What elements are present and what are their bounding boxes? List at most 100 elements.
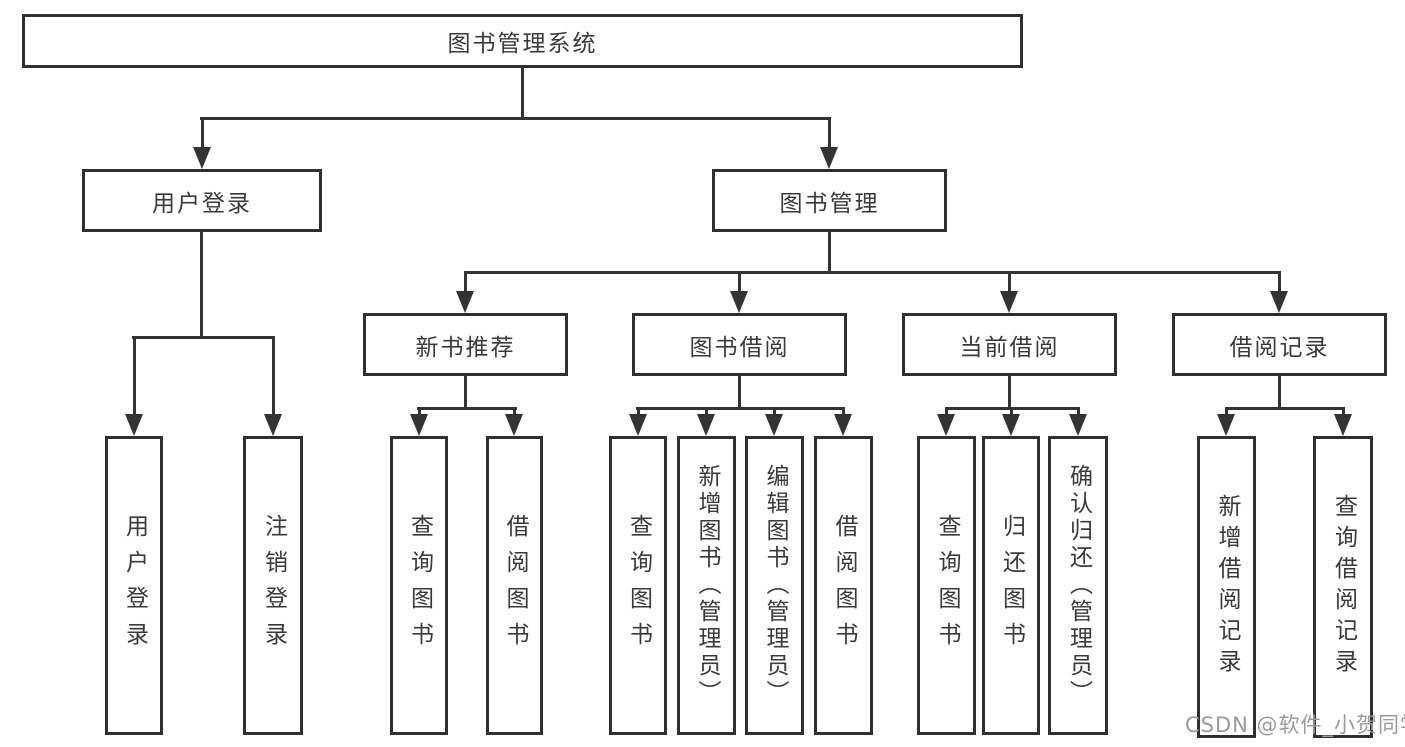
- node-label: 图书管理系统: [447, 31, 598, 57]
- csdn-watermark: CSDN @软件_小贺同学: [1185, 713, 1405, 737]
- connector-line: [1224, 407, 1228, 414]
- node-label: 注销登录: [260, 513, 287, 658]
- connector-line: [512, 407, 516, 414]
- arrow-down: [629, 407, 647, 436]
- arrowhead-icon: [1069, 414, 1087, 436]
- connector-line: [417, 407, 421, 414]
- node-label: 新增图书（管理员）: [694, 464, 720, 707]
- node-label: 借阅记录: [1229, 334, 1330, 361]
- node-label: 用户登录: [152, 190, 252, 217]
- connector-line: [1008, 376, 1011, 410]
- connector-line: [521, 68, 524, 118]
- arrowhead-icon: [456, 291, 474, 313]
- node-label: 查询图书: [625, 513, 652, 658]
- arrowhead-icon: [765, 414, 783, 436]
- connector-line: [1009, 407, 1013, 414]
- connector-line: [200, 117, 831, 120]
- arrowhead-icon: [125, 414, 143, 436]
- arrow-down: [264, 336, 282, 436]
- connector-line: [200, 117, 204, 147]
- node-label: 图书管理: [779, 190, 880, 217]
- arrowhead-icon: [834, 414, 852, 436]
- node-book-management: 图书管理: [712, 169, 947, 232]
- arrowhead-icon: [730, 291, 748, 313]
- leaf-logout-login: 注销登录: [243, 436, 303, 735]
- connector-line: [828, 232, 831, 274]
- node-label: 查询借阅记录: [1330, 494, 1357, 680]
- connector-line: [200, 232, 203, 339]
- node-current-borrow: 当前借阅: [902, 313, 1117, 376]
- arrow-down: [1069, 407, 1087, 436]
- leaf-confirm-return-admin: 确认归还（管理员）: [1048, 436, 1108, 735]
- node-label: 借阅图书: [502, 513, 528, 658]
- leaf-add-borrow-record: 新增借阅记录: [1197, 436, 1256, 738]
- connector-line: [841, 407, 845, 414]
- arrow-down: [505, 407, 523, 436]
- arrow-down: [456, 271, 474, 313]
- leaf-edit-books-admin: 编辑图书（管理员）: [745, 436, 804, 735]
- node-book-borrow: 图书借阅: [632, 313, 847, 376]
- arrow-down: [730, 271, 748, 313]
- node-root: 图书管理系统: [22, 14, 1023, 68]
- connector-line: [417, 407, 517, 410]
- arrow-down: [1002, 407, 1020, 436]
- connector-line: [636, 407, 845, 410]
- arrowhead-icon: [820, 147, 838, 169]
- connector-line: [271, 336, 275, 414]
- node-label: 新书推荐: [415, 334, 516, 361]
- arrow-down: [1217, 407, 1235, 436]
- node-label: 确认归还（管理员）: [1065, 464, 1092, 707]
- arrow-down: [834, 407, 852, 436]
- arrow-down: [1000, 271, 1018, 313]
- node-label: 编辑图书（管理员）: [762, 464, 788, 707]
- arrowhead-icon: [264, 414, 282, 436]
- connector-line: [704, 407, 708, 414]
- leaf-borrow-books-recommend: 借阅图书: [486, 436, 543, 735]
- arrowhead-icon: [193, 147, 211, 169]
- arrowhead-icon: [505, 414, 523, 436]
- node-borrow-records: 借阅记录: [1172, 313, 1387, 376]
- connector-line: [464, 376, 467, 410]
- arrowhead-icon: [1270, 291, 1288, 313]
- connector-line: [1278, 376, 1281, 410]
- arrowhead-icon: [1217, 414, 1235, 436]
- connector-line: [1277, 271, 1281, 291]
- node-label: 查询图书: [406, 513, 433, 658]
- connector-line: [945, 407, 1080, 410]
- leaf-return-books: 归还图书: [982, 436, 1040, 735]
- connector-line: [944, 407, 948, 414]
- connector-line: [772, 407, 776, 414]
- connector-line: [132, 336, 136, 414]
- connector-line: [1341, 407, 1345, 414]
- arrow-down: [765, 407, 783, 436]
- connector-line: [737, 271, 741, 291]
- arrow-down: [820, 117, 838, 169]
- connector-line: [1007, 271, 1011, 291]
- node-label: 图书借阅: [689, 334, 790, 361]
- arrow-down: [410, 407, 428, 436]
- connector-line: [636, 407, 640, 414]
- node-label: 用户登录: [121, 513, 148, 658]
- leaf-query-books-borrow: 查询图书: [609, 436, 667, 735]
- connector-line: [827, 117, 831, 147]
- node-user-login: 用户登录: [82, 169, 322, 232]
- arrowhead-icon: [629, 414, 647, 436]
- leaf-add-books-admin: 新增图书（管理员）: [677, 436, 736, 735]
- arrowhead-icon: [937, 414, 955, 436]
- node-label: 查询图书: [934, 513, 960, 658]
- arrow-down: [125, 336, 143, 436]
- node-label: 新增借阅记录: [1214, 494, 1240, 680]
- connector-line: [1076, 407, 1080, 414]
- connector-line: [463, 271, 467, 291]
- arrowhead-icon: [1000, 291, 1018, 313]
- leaf-query-books-recommend: 查询图书: [390, 436, 448, 735]
- arrowhead-icon: [1002, 414, 1020, 436]
- arrow-down: [937, 407, 955, 436]
- node-label: 当前借阅: [959, 334, 1060, 361]
- connector-line: [1225, 407, 1345, 410]
- node-label: 借阅图书: [831, 513, 857, 658]
- node-label: 归还图书: [998, 513, 1025, 658]
- arrowhead-icon: [410, 414, 428, 436]
- leaf-query-books-current: 查询图书: [917, 436, 976, 735]
